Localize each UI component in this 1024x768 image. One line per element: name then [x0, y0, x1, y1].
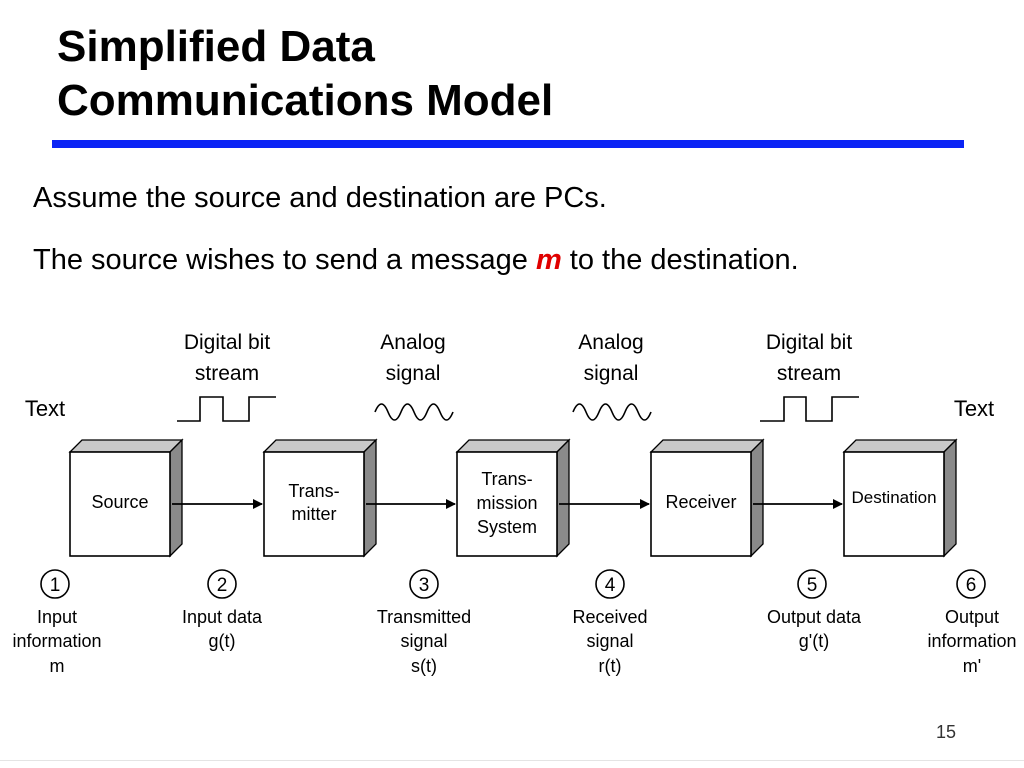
signal-label-line: Analog [578, 331, 643, 354]
signal-label-digital-out: Digital bit stream [766, 331, 853, 385]
stage-number: 4 [605, 575, 616, 596]
stage-1: 1 Input information m [12, 569, 102, 676]
body-line-2-text: The source wishes to send a message [33, 244, 536, 276]
stage-label-line: r(t) [599, 656, 622, 676]
stage-label-line: s(t) [411, 656, 437, 676]
stage-label-line: Transmitted [377, 607, 471, 627]
stage-number-circle [207, 569, 237, 599]
page-number: 15 [935, 722, 956, 742]
stage-label-line: Output [945, 607, 999, 627]
body-line-2: The source wishes to send a message m to… [33, 243, 799, 277]
signal-label-line: signal [584, 362, 639, 385]
stage-6: 6 Output information m' [927, 569, 1017, 676]
sine-wave-icon [374, 403, 454, 421]
stage-label-line: information [12, 631, 101, 651]
signal-label-analog-rx: Analog signal [578, 331, 643, 385]
block-label: mission [476, 493, 537, 513]
stage-label-line: g(t) [209, 631, 236, 651]
signal-label-line: Digital bit [184, 331, 271, 354]
stage-label-line: g'(t) [799, 631, 829, 651]
body-line-2-tail: to the destination. [561, 244, 799, 276]
title-underline [52, 140, 964, 148]
square-wave-icon [177, 396, 276, 422]
block-label: Trans- [288, 481, 339, 501]
stage-number-circle [40, 569, 70, 599]
stage-label-line: m' [963, 656, 981, 676]
block-label: Receiver [665, 492, 736, 512]
body-line-1: Assume the source and destination are PC… [33, 182, 607, 214]
text-label-input: Text [25, 396, 65, 421]
stage-number-circle [595, 569, 625, 599]
stage-2: 2 Input data g(t) [182, 569, 263, 651]
stage-number: 1 [50, 575, 61, 596]
slide-title: Simplified Data Communications Model [57, 20, 553, 128]
square-wave-icon [760, 396, 859, 422]
block-label: Destination [851, 488, 936, 507]
stage-label-line: Output data [767, 607, 862, 627]
stage-3: 3 Transmitted signal s(t) [377, 569, 471, 676]
message-symbol: m [535, 244, 562, 276]
stage-5: 5 Output data g'(t) [767, 569, 862, 651]
slide-title-line-1: Simplified Data [57, 22, 375, 71]
stage-number-circle [409, 569, 439, 599]
stage-number: 2 [217, 575, 228, 596]
signal-label-line: Digital bit [766, 331, 853, 354]
stage-label-line: signal [586, 631, 633, 651]
receiver-block: Receiver [649, 438, 765, 558]
source-block: Source [68, 438, 184, 558]
block-label: mitter [292, 504, 337, 524]
transmitter-block: Trans- mitter [262, 438, 378, 558]
signal-label-line: stream [777, 362, 841, 385]
signal-label-line: stream [195, 362, 259, 385]
signal-label-line: signal [386, 362, 441, 385]
footer-divider [0, 760, 1024, 761]
stage-label-line: m [50, 656, 65, 676]
block-label: Source [91, 492, 148, 512]
stage-number: 5 [807, 575, 818, 596]
destination-block: Destination [842, 438, 958, 558]
stage-number-circle [956, 569, 986, 599]
slide-title-line-2: Communications Model [57, 76, 554, 125]
transmission-system-block: Trans- mission System [455, 438, 571, 558]
stage-4: 4 Received signal r(t) [572, 569, 648, 676]
stage-label-line: Input [37, 607, 77, 627]
stage-label-line: Input data [182, 607, 263, 627]
signal-label-digital-in: Digital bit stream [184, 331, 271, 385]
signal-label-analog-tx: Analog signal [380, 331, 445, 385]
sine-wave-icon [572, 403, 652, 421]
block-label: System [477, 517, 537, 537]
stage-label-line: Received [572, 607, 647, 627]
stage-number: 3 [419, 575, 430, 596]
stage-label-line: signal [400, 631, 447, 651]
stage-label-line: information [927, 631, 1016, 651]
text-label-output: Text [954, 396, 994, 421]
communications-model-diagram: Digital bit stream Analog signal Analog … [12, 331, 1017, 676]
signal-label-line: Analog [380, 331, 445, 354]
block-label: Trans- [481, 469, 532, 489]
stage-number-circle [797, 569, 827, 599]
stage-number: 6 [966, 575, 977, 596]
